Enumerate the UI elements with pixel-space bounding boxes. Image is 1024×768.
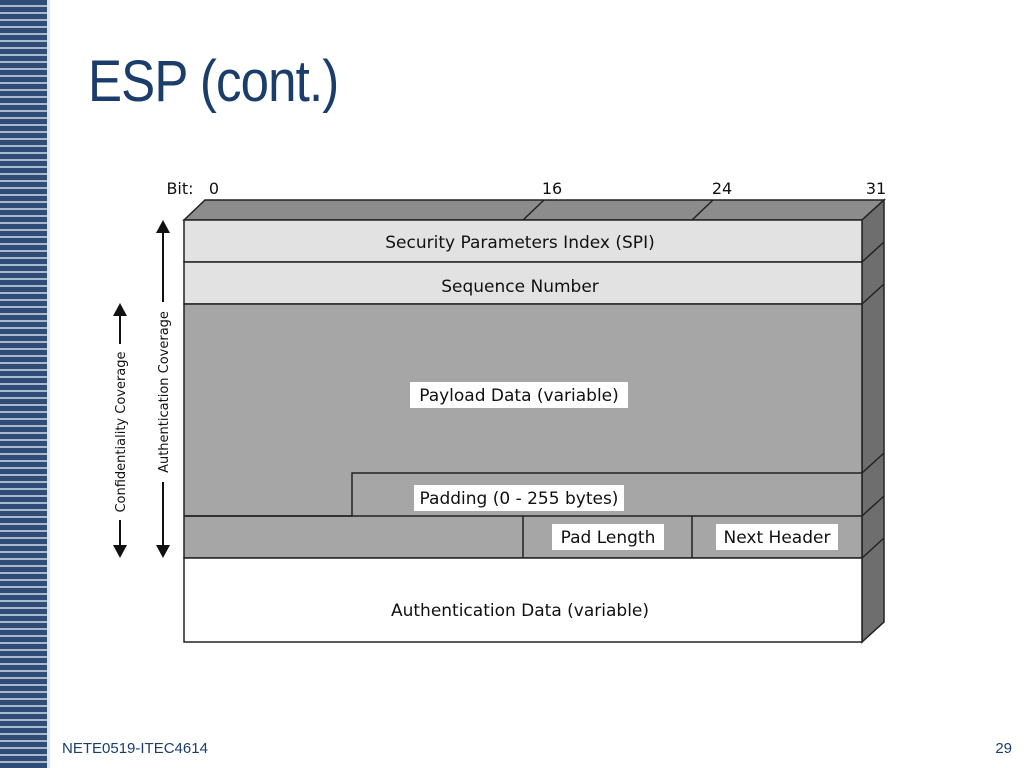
confidentiality-coverage-label: Confidentiality Coverage [114,351,129,512]
bit-label: Bit: [166,179,193,198]
payload-data-label: Payload Data (variable) [419,386,619,406]
slide-title: ESP (cont.) [88,49,339,114]
spi-label: Security Parameters Index (SPI) [385,233,654,253]
authentication-coverage-arrow [156,220,170,558]
footer-course-code: NETE0519-ITEC4614 [62,740,208,757]
payload-label-bg [410,382,628,408]
side-divider-3 [861,452,885,474]
side-divider-5 [861,537,885,559]
padding-label: Padding (0 - 255 bytes) [420,489,619,509]
side-divider-2 [861,283,885,305]
page-number: 29 [995,740,1012,757]
padding-label-bg [414,485,624,511]
top-divider-16 [522,199,545,221]
authentication-data-label: Authentication Data (variable) [391,601,649,621]
next-header-label: Next Header [724,528,831,548]
next-header-label-bg [716,524,838,550]
side-divider-4 [861,495,885,517]
bit-31-label: 31 [866,179,886,198]
bit-0-label: 0 [209,179,219,198]
bit-24-label: 24 [712,179,732,198]
authentication-coverage-label: Authentication Coverage [157,311,172,473]
box-right-face [861,198,885,644]
side-divider-1 [861,241,885,263]
decorative-side-stripe [0,0,50,768]
bit-16-label: 16 [542,179,562,198]
authentication-data-field [183,557,863,643]
pad-length-label-bg [552,524,664,550]
pad-length-label: Pad Length [561,528,656,548]
sequence-number-label: Sequence Number [441,277,599,297]
top-divider-24 [691,199,714,221]
confidentiality-coverage-arrow [113,303,127,558]
